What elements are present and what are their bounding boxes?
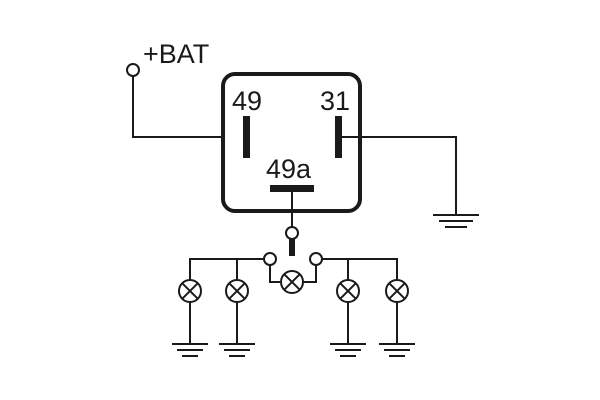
ground-icon <box>172 343 208 357</box>
supply-wire <box>132 76 246 138</box>
ground-icon <box>219 343 255 357</box>
lamp-icon <box>280 270 304 294</box>
indicator-return-wire <box>303 265 317 283</box>
flasher-relay: 49 31 49a <box>221 72 362 213</box>
supply-label: +BAT <box>143 39 209 69</box>
switch-left-terminal-icon <box>263 252 277 266</box>
left-branch-wire <box>189 258 264 280</box>
lamp-icon <box>385 279 409 303</box>
switch-pivot-terminal-icon <box>285 226 299 240</box>
ground-icon <box>330 343 366 357</box>
pin-31-contact <box>335 116 342 158</box>
lamp-icon <box>225 279 249 303</box>
pin-49-label: 49 <box>232 86 262 116</box>
indicator-wire <box>269 265 280 283</box>
battery-supply: +BAT <box>126 39 209 77</box>
pin-49-contact <box>243 116 250 158</box>
lamp-icon <box>178 279 202 303</box>
lamp-group <box>172 265 415 357</box>
supply-terminal-icon <box>126 63 140 77</box>
pin-49a-contact <box>270 185 314 192</box>
ground-wire-31 <box>342 136 457 214</box>
ground-icon <box>379 343 415 357</box>
switch-right-terminal-icon <box>309 252 323 266</box>
right-branch-wire <box>322 258 398 280</box>
pin-31-label: 31 <box>320 86 350 116</box>
pin-49a-label: 49a <box>266 154 312 184</box>
lamp-icon <box>336 279 360 303</box>
ground-icon <box>433 214 479 228</box>
